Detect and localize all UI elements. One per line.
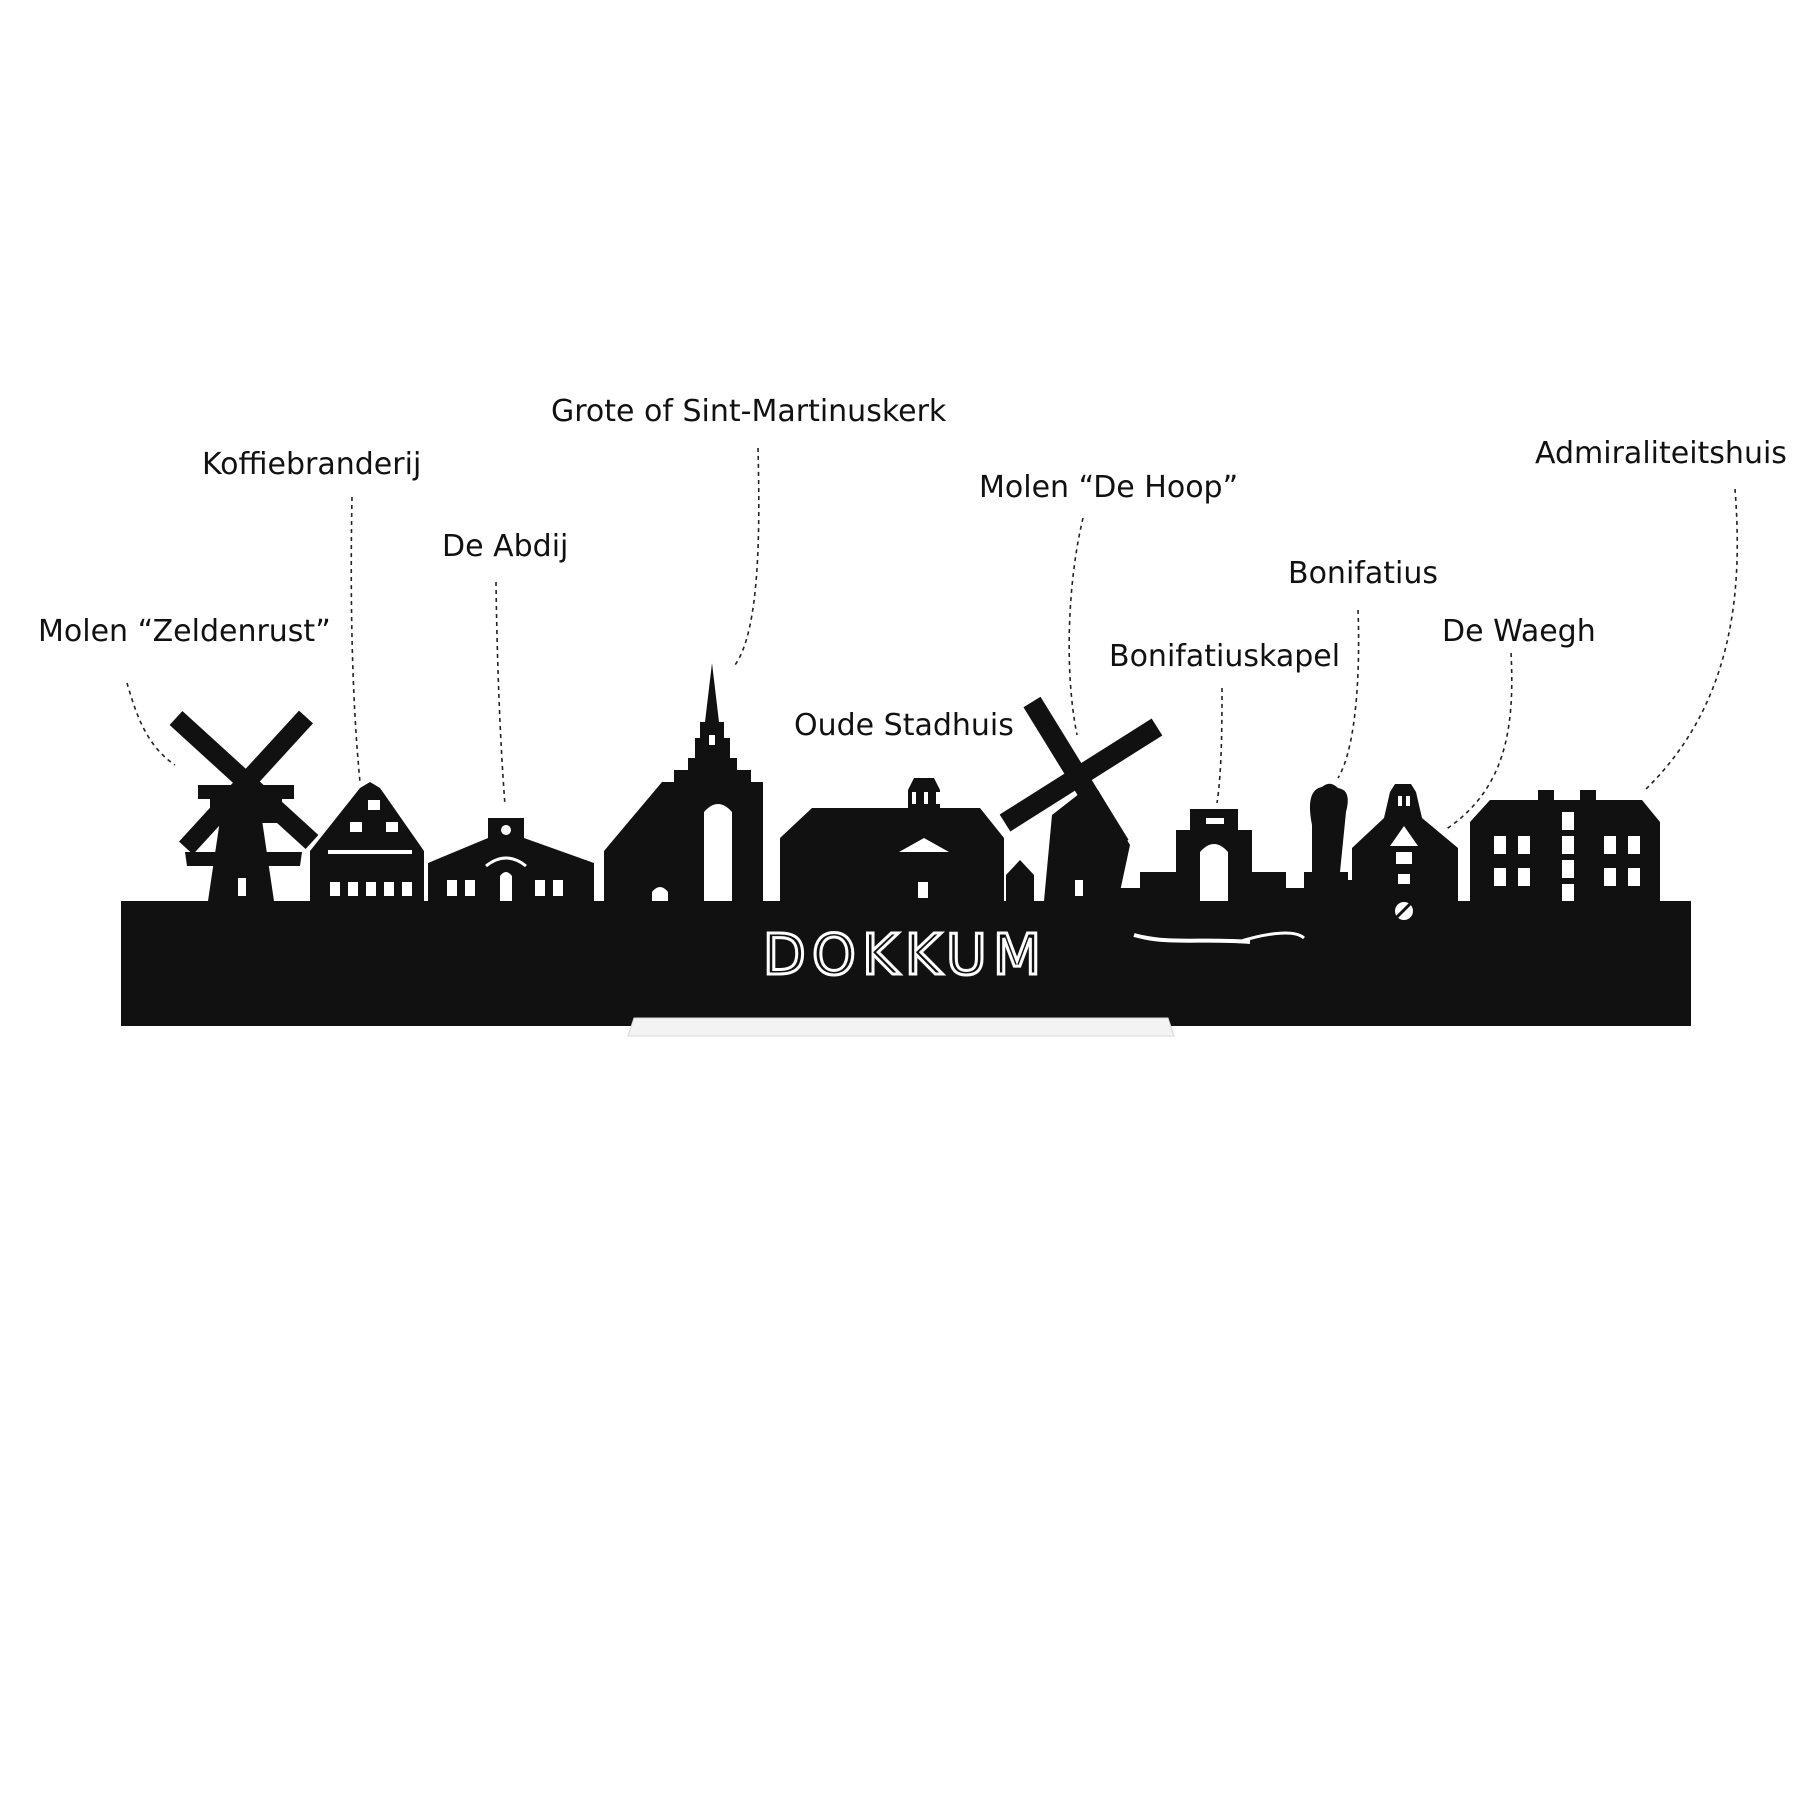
label-bonifatius: Bonifatius [1288,556,1438,591]
label-molen-de-hoop: Molen “De Hoop” [979,470,1238,505]
label-de-abdij: De Abdij [442,529,568,564]
stand-foot [627,1017,1175,1037]
label-oude-stadhuis: Oude Stadhuis [794,708,1014,743]
leader-bonifatius [1337,609,1360,779]
leader-admiraliteitshuis [1644,488,1739,791]
leader-bonifatiuskapel [1216,687,1223,804]
skyline-base [121,901,1691,1026]
admiraliteitshuis-silhouette [1470,790,1660,901]
grote-kerk-silhouette [604,663,763,901]
koffiebranderij-silhouette [310,782,424,901]
bonifatiuskapel-silhouette [1118,809,1305,944]
leader-grote-kerk [734,447,760,666]
leader-molen-de-hoop [1068,517,1084,736]
oude-stadhuis-silhouette [780,778,1004,901]
label-molen-zeldenrust: Molen “Zeldenrust” [38,614,331,649]
molen-de-hoop-silhouette [999,696,1163,901]
leader-de-waegh [1444,652,1513,831]
label-grote-kerk: Grote of Sint-Martinuskerk [551,394,947,429]
city-name: DOKKUM [763,923,1047,988]
label-de-waegh: De Waegh [1442,614,1596,649]
leader-de-abdij [495,581,506,806]
de-abdij-silhouette [428,818,594,901]
leader-molen-zeldenrust [126,682,176,766]
molen-zeldenrust-silhouette [169,710,319,901]
label-admiraliteitshuis: Admiraliteitshuis [1535,436,1787,471]
de-waegh-silhouette [1352,784,1458,920]
leader-koffiebranderij [350,496,361,783]
label-bonifatiuskapel: Bonifatiuskapel [1109,639,1340,674]
label-koffiebranderij: Koffiebranderij [202,447,421,482]
